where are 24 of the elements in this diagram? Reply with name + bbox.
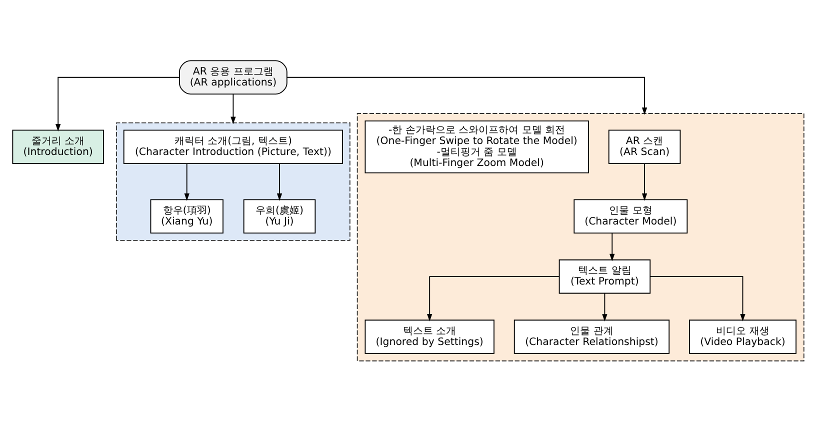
- arrow: [650, 276, 746, 321]
- node-box: AR 응용 프로그램 (AR applications): [179, 60, 288, 94]
- node-box: 텍스트 알림 (Text Prompt): [558, 258, 651, 294]
- arrow: [602, 292, 608, 322]
- arrow: [610, 232, 615, 261]
- node-box: 인물 모형 (Character Model): [574, 198, 688, 233]
- node-box: AR 스캔 (AR Scan): [608, 129, 681, 164]
- node-box: 텍스트 소개 (Ignored by Settings): [364, 319, 494, 354]
- node-box: 우희(虞姬) (Yu Ji): [243, 198, 316, 233]
- node-box: 줄거리 소개 (Introduction): [12, 129, 104, 164]
- arrow: [230, 93, 236, 124]
- arrow: [56, 76, 180, 131]
- arrow: [642, 162, 648, 200]
- node-box: 비디오 재생 (Video Playback): [689, 319, 796, 354]
- node-box: 인물 관계 (Character Relationshipst): [514, 319, 670, 354]
- cluster: [116, 122, 350, 240]
- arrow: [286, 76, 648, 114]
- cluster: [356, 112, 804, 361]
- node-box: 캐릭터 소개(그림, 텍스트) (Character Introduction (Picture, Text)): [123, 129, 343, 164]
- node-box: 항우(項羽) (Xiang Yu): [150, 198, 224, 233]
- arrow: [427, 276, 560, 321]
- node-box: -한 손가락으로 스와이프하여 모델 회전 (One-Finger Swipe to Rotate the Model) -멀티핑거 줌 모델 (Multi-Finger Zoom Model): [364, 120, 589, 173]
- arrow: [276, 162, 282, 200]
- arrow: [184, 162, 190, 200]
